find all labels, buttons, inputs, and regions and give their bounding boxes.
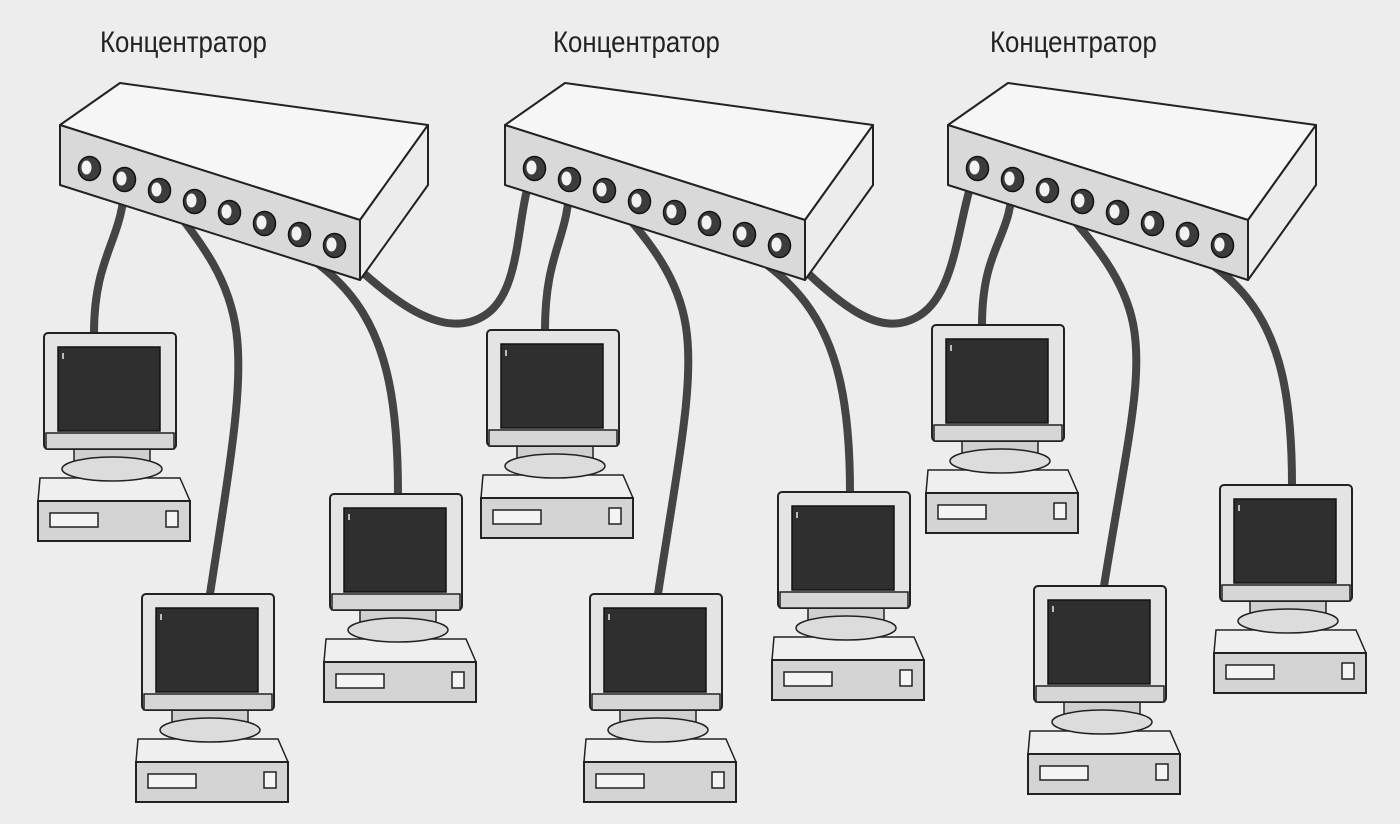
monitor-chin: [331, 593, 461, 611]
disk-drive-slot: [937, 504, 987, 520]
hub-port: [662, 199, 687, 226]
monitor-stand-base: [504, 453, 606, 479]
hub-port: [112, 166, 137, 193]
cable-hub2-pc5: [600, 186, 693, 598]
hub-front-face: [504, 124, 806, 281]
hub-port: [252, 210, 277, 237]
hub-front-face: [947, 124, 1249, 281]
computer-2: [135, 593, 290, 803]
disk-drive-slot: [49, 512, 99, 528]
hub-port: [627, 188, 652, 215]
cable-hub1-pc2: [155, 186, 243, 598]
computer-3: [323, 493, 478, 703]
power-button: [1341, 662, 1355, 680]
monitor-screen: [500, 343, 604, 429]
disk-drive-slot: [783, 671, 833, 687]
monitor-screen: [343, 507, 447, 593]
power-button: [263, 771, 277, 789]
monitor-stand-base: [949, 448, 1051, 474]
hub-2: [504, 82, 874, 281]
computer-8: [1027, 585, 1182, 795]
cable-hub2-hub3: [775, 164, 982, 328]
hub-port: [965, 155, 990, 182]
monitor-stand-base: [159, 717, 261, 743]
hub-port: [1070, 188, 1095, 215]
hub-1: [59, 82, 429, 281]
power-button: [451, 671, 465, 689]
monitor-stand-base: [1237, 608, 1339, 634]
hub-port: [1035, 177, 1060, 204]
computer-6: [771, 491, 926, 701]
computer-base: [135, 761, 289, 803]
power-button: [899, 669, 913, 687]
monitor-chin: [488, 429, 618, 447]
monitor-stand-base: [347, 617, 449, 643]
computer-9: [1213, 484, 1368, 694]
hub-label-1: Концентратор: [100, 26, 267, 59]
hub-port: [1140, 210, 1165, 237]
hub-port: [217, 199, 242, 226]
hub-port: [1210, 232, 1235, 259]
hub-port: [767, 232, 792, 259]
hub-port: [147, 177, 172, 204]
monitor-screen: [603, 607, 707, 693]
hub-label-2: Концентратор: [553, 26, 720, 59]
hub-port: [322, 232, 347, 259]
hub-port: [77, 155, 102, 182]
disk-drive-slot: [492, 509, 542, 525]
monitor-stand-base: [61, 456, 163, 482]
hub-port: [1105, 199, 1130, 226]
computer-1: [37, 332, 192, 542]
disk-drive-slot: [147, 773, 197, 789]
monitor-chin: [933, 424, 1063, 442]
computer-5: [583, 593, 738, 803]
computer-4: [480, 329, 635, 539]
monitor-screen: [57, 346, 161, 432]
disk-drive-slot: [1039, 765, 1089, 781]
hub-port: [182, 188, 207, 215]
hub-front-face: [59, 124, 361, 281]
monitor-chin: [1221, 584, 1351, 602]
monitor-chin: [143, 693, 273, 711]
power-button: [711, 771, 725, 789]
power-button: [1155, 763, 1169, 781]
power-button: [1053, 502, 1067, 520]
hub-port: [697, 210, 722, 237]
monitor-chin: [45, 432, 175, 450]
hubs-layer: [59, 82, 1317, 281]
monitor-chin: [591, 693, 721, 711]
cable-hub1-hub2: [330, 164, 539, 328]
hub-port: [287, 221, 312, 248]
hub-port: [522, 155, 547, 182]
monitor-stand-base: [795, 615, 897, 641]
hub-port: [1175, 221, 1200, 248]
hub-port: [1000, 166, 1025, 193]
hub-port: [557, 166, 582, 193]
monitor-stand-base: [1051, 709, 1153, 735]
power-button: [165, 510, 179, 528]
disk-drive-slot: [1225, 664, 1275, 680]
hub-port: [592, 177, 617, 204]
monitor-chin: [1035, 685, 1165, 703]
computers-layer: [37, 324, 1368, 803]
monitor-screen: [155, 607, 259, 693]
disk-drive-slot: [335, 673, 385, 689]
hub-3: [947, 82, 1317, 281]
monitor-screen: [945, 338, 1049, 424]
monitor-chin: [779, 591, 909, 609]
monitor-screen: [1233, 498, 1337, 584]
hub-port: [732, 221, 757, 248]
cable-hub3-pc8: [1043, 186, 1141, 590]
hub-label-3: Концентратор: [990, 26, 1157, 59]
monitor-stand-base: [607, 717, 709, 743]
monitor-screen: [1047, 599, 1151, 685]
monitor-screen: [791, 505, 895, 591]
disk-drive-slot: [595, 773, 645, 789]
computer-7: [925, 324, 1080, 534]
power-button: [608, 507, 622, 525]
